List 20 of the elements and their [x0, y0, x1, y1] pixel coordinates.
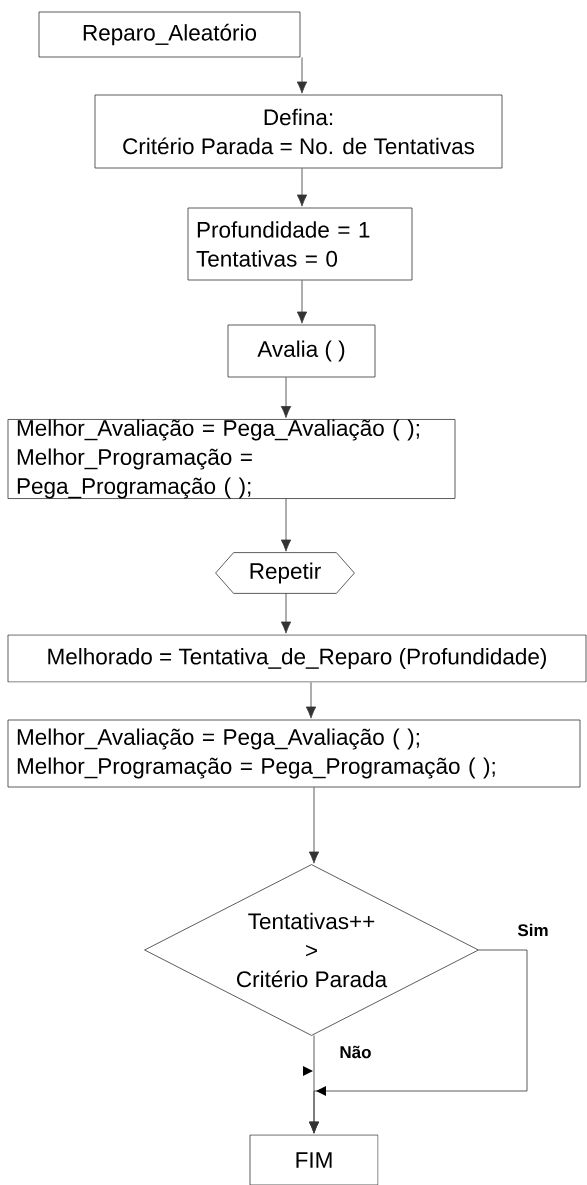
arrow [280, 498, 292, 552]
arrow [296, 168, 308, 207]
loop-hexagon: Repetir [215, 552, 355, 594]
arrow [305, 682, 317, 719]
process-box: Melhor_Avaliação = Pega_Avaliação ( ); Melhor_Programação = Pega_Programação ( ); [7, 419, 456, 499]
edge-label: Não [340, 1045, 371, 1059]
process-box: Reparo_Aleatório [38, 11, 301, 58]
arrow [308, 787, 320, 864]
arrow [296, 280, 308, 324]
process-box: Profundidade = 1 Tentativas = 0 [187, 207, 413, 281]
process-box: Melhorado = Tentativa_de_Reparo (Profundidade) [7, 634, 587, 683]
process-box: FIM [249, 1134, 379, 1185]
arrow [296, 57, 308, 94]
arrow [280, 377, 292, 418]
process-box: Melhor_Avaliação = Pega_Avaliação ( ); Melhor_Programação = Pega_Programação ( ); [7, 719, 581, 788]
arrow [308, 949, 528, 1134]
edge-label: Sim [517, 923, 548, 937]
arrow [280, 593, 292, 634]
process-box: Avalia ( ) [227, 324, 376, 378]
process-box: Defina: Critério Parada = No. de Tentativas [94, 94, 503, 169]
